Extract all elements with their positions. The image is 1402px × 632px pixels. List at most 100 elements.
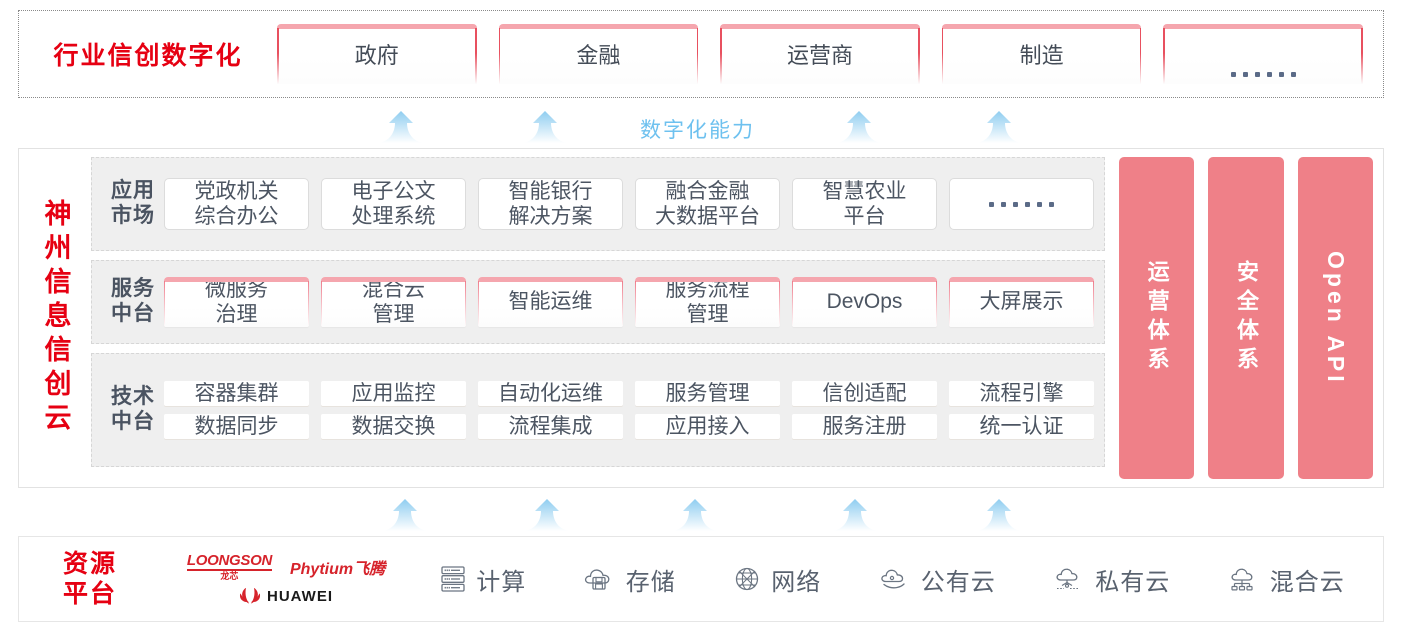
svc-cell-service-process-mgmt[interactable]: 服务流程 管理 bbox=[635, 276, 780, 328]
box-edge-left bbox=[1163, 28, 1165, 84]
resource-item-label: 计算 bbox=[476, 568, 527, 596]
private-cloud-icon bbox=[1056, 568, 1079, 589]
resource-item-label: 私有云 bbox=[1095, 568, 1171, 596]
app-cell-smart-bank[interactable]: 智能银行 解决方案 bbox=[478, 177, 623, 231]
tech-cell-process-engine[interactable]: 流程引擎 bbox=[949, 380, 1094, 406]
tech-cell-data-exchange[interactable]: 数据交换 bbox=[321, 414, 466, 440]
loongson-logo: LOONGSON 龙芯 bbox=[186, 552, 272, 581]
industry-box-finance[interactable]: 金融 bbox=[498, 24, 699, 84]
industry-box-label: 金融 bbox=[576, 43, 621, 68]
loongson-logo-sub: 龙芯 bbox=[220, 571, 239, 581]
layer-service-platform: 服务 中台 微服务 治理 混合云 管理 智能运维 bbox=[91, 260, 1105, 344]
box-edge-right bbox=[464, 280, 466, 328]
box-edge-left bbox=[635, 280, 637, 328]
vendor-logo-row: HUAWEI bbox=[239, 587, 333, 605]
box-edge-left bbox=[498, 28, 501, 84]
app-cell-gov-office[interactable]: 党政机关 综合办公 bbox=[164, 177, 309, 231]
capability-label: 数字化能力 bbox=[640, 119, 755, 142]
industry-box-list: 政府 金融 运营商 制造 bbox=[277, 24, 1383, 84]
ellipsis-dots-icon bbox=[1230, 17, 1296, 91]
industry-box-label: 制造 bbox=[1019, 43, 1064, 68]
industry-box-government[interactable]: 政府 bbox=[277, 24, 477, 84]
box-edge-left bbox=[941, 28, 944, 84]
app-cell-more[interactable] bbox=[949, 177, 1094, 231]
svc-cell-intelligent-ops[interactable]: 智能运维 bbox=[478, 276, 623, 328]
huawei-logo-name: HUAWEI bbox=[267, 587, 333, 605]
box-edge-right bbox=[307, 280, 309, 328]
resource-platform-title: 资源 平台 bbox=[62, 550, 117, 608]
ellipsis-dots-icon bbox=[989, 201, 1054, 207]
tech-cell-process-integration[interactable]: 流程集成 bbox=[478, 414, 623, 440]
resource-item-storage[interactable]: 存储 bbox=[583, 562, 676, 597]
huawei-logo: HUAWEI bbox=[239, 587, 333, 605]
box-edge-left bbox=[720, 28, 722, 84]
cloud-storage-icon bbox=[584, 569, 610, 590]
box-edge-right bbox=[918, 28, 920, 84]
app-cell-smart-agriculture[interactable]: 智慧农业 平台 bbox=[792, 177, 937, 231]
tech-cell-data-sync[interactable]: 数据同步 bbox=[164, 414, 309, 440]
box-edge-left bbox=[949, 280, 951, 328]
svc-cell-dashboard-display[interactable]: 大屏展示 bbox=[949, 276, 1094, 328]
resource-item-network[interactable]: 网络 bbox=[732, 562, 821, 597]
svc-cell-hybrid-cloud-mgmt[interactable]: 混合云 管理 bbox=[321, 276, 466, 328]
resource-item-hybrid-cloud[interactable]: 混合云 bbox=[1227, 562, 1345, 597]
box-edge-left bbox=[792, 280, 794, 328]
cloud-platform-panel: 神州信息信创云 应用 市场 党政机关 综合办公 电子公文 处理系统 智能银行 解… bbox=[18, 148, 1384, 488]
resource-item-label: 公有云 bbox=[920, 568, 996, 596]
resource-item-private-cloud[interactable]: 私有云 bbox=[1052, 562, 1170, 597]
pillar-open-api[interactable]: Open API bbox=[1297, 157, 1373, 479]
vendor-logo-row: LOONGSON 龙芯 Phytium飞腾 bbox=[186, 552, 386, 581]
svc-cell-devops[interactable]: DevOps bbox=[792, 276, 937, 328]
cell-label: 智能运维 bbox=[508, 290, 593, 314]
pillar-label: 运营体系 bbox=[1144, 260, 1170, 376]
industry-box-more[interactable] bbox=[1163, 24, 1363, 84]
tech-cell-app-access[interactable]: 应用接入 bbox=[635, 414, 780, 440]
up-arrow-icon bbox=[378, 110, 424, 144]
app-cell-edoc-system[interactable]: 电子公文 处理系统 bbox=[321, 177, 466, 231]
pillar-list: 运营体系 安全体系 Open API bbox=[1105, 157, 1373, 479]
cell-label: 服务流程 管理 bbox=[665, 277, 750, 326]
up-arrow-icon bbox=[672, 498, 718, 532]
resource-item-list: 计算 存储 bbox=[411, 562, 1383, 597]
layer-label: 应用 市场 bbox=[111, 179, 155, 227]
tech-cell-unified-auth[interactable]: 统一认证 bbox=[949, 414, 1094, 440]
pillar-label: Open API bbox=[1322, 250, 1349, 386]
cloud-platform-title-text: 神州信息信创云 bbox=[40, 199, 71, 437]
tech-cell-automated-ops[interactable]: 自动化运维 bbox=[478, 380, 623, 406]
up-arrow-icon bbox=[976, 498, 1022, 532]
cloud-platform-title: 神州信息信创云 bbox=[19, 149, 91, 487]
tech-cell-xinchuang-adaptation[interactable]: 信创适配 bbox=[792, 380, 937, 406]
box-edge-right bbox=[1092, 280, 1094, 328]
resource-item-public-cloud[interactable]: 公有云 bbox=[878, 562, 996, 597]
resource-item-label: 混合云 bbox=[1269, 568, 1345, 596]
industry-band-title: 行业信创数字化 bbox=[53, 42, 243, 70]
phytium-logo: Phytium飞腾 bbox=[289, 561, 386, 578]
tech-cell-service-registry[interactable]: 服务注册 bbox=[792, 414, 937, 440]
tech-cell-app-monitoring[interactable]: 应用监控 bbox=[321, 380, 466, 406]
pillar-operations-system[interactable]: 运营体系 bbox=[1119, 157, 1195, 479]
box-edge-left bbox=[164, 280, 166, 328]
layer-cell-row: 党政机关 综合办公 电子公文 处理系统 智能银行 解决方案 融合金融 大数据平台… bbox=[164, 177, 1094, 231]
industry-box-telecom[interactable]: 运营商 bbox=[720, 24, 920, 84]
layer-technology-platform: 技术 中台 容器集群 应用监控 自动化运维 服务管理 信创适配 流程引擎 数据同… bbox=[91, 353, 1105, 467]
public-cloud-icon bbox=[881, 569, 905, 589]
up-arrow-icon bbox=[524, 498, 570, 532]
box-edge-right bbox=[696, 28, 699, 84]
layer-cell-row: 容器集群 应用监控 自动化运维 服务管理 信创适配 流程引擎 bbox=[164, 380, 1094, 406]
tech-cell-service-mgmt[interactable]: 服务管理 bbox=[635, 380, 780, 406]
resource-item-compute[interactable]: 计算 bbox=[439, 562, 526, 597]
loongson-logo-name: LOONGSON bbox=[186, 552, 272, 571]
up-arrow-icon bbox=[976, 110, 1022, 144]
app-cell-finance-bigdata[interactable]: 融合金融 大数据平台 bbox=[635, 177, 780, 231]
cell-label: 微服务 治理 bbox=[205, 277, 268, 326]
cloud-platform-body: 应用 市场 党政机关 综合办公 电子公文 处理系统 智能银行 解决方案 融合金融… bbox=[91, 149, 1383, 487]
box-edge-right bbox=[1139, 28, 1142, 84]
layer-label: 技术 中台 bbox=[111, 385, 155, 433]
pillar-security-system[interactable]: 安全体系 bbox=[1208, 157, 1284, 479]
svc-cell-microservice-governance[interactable]: 微服务 治理 bbox=[164, 276, 309, 328]
industry-box-manufacturing[interactable]: 制造 bbox=[941, 24, 1142, 84]
up-arrow-icon bbox=[832, 498, 878, 532]
cell-label: DevOps bbox=[826, 290, 903, 314]
resource-item-label: 网络 bbox=[771, 568, 822, 596]
tech-cell-container-cluster[interactable]: 容器集群 bbox=[164, 380, 309, 406]
